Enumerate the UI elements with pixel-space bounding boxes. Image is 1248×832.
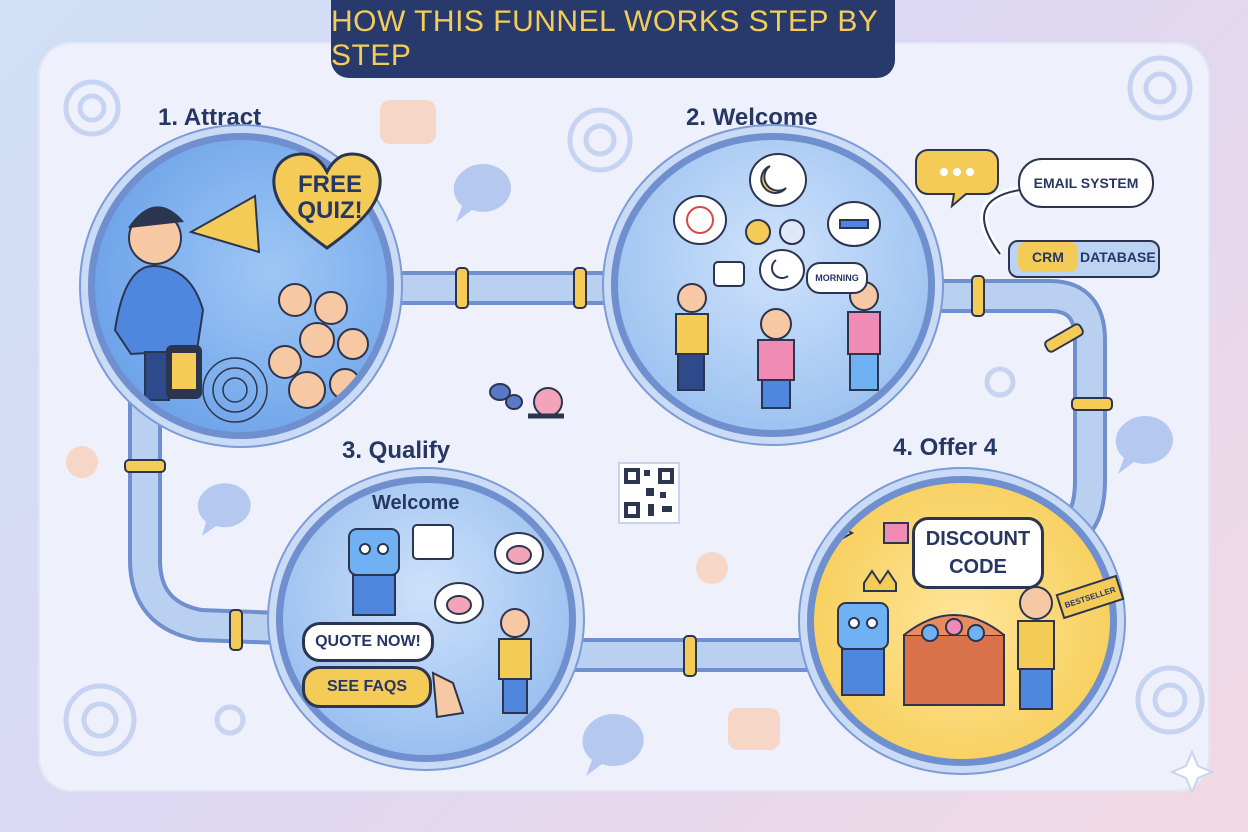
step-4-illustration <box>807 476 1117 766</box>
crm-label: CRM <box>1018 242 1078 272</box>
heart-badge <box>272 152 382 250</box>
step-3-label: 3. Qualify <box>342 437 451 464</box>
morning-speech-bubble: MORNING <box>806 262 868 294</box>
step-3-illustration <box>276 476 576 762</box>
step-2-illustration <box>611 133 935 437</box>
qr-code-icon <box>618 462 680 524</box>
discount-line-1: DISCOUNT <box>925 528 1031 550</box>
quote-now-button[interactable]: QUOTE NOW! <box>302 622 434 662</box>
step-2-label: 2. Welcome <box>686 104 818 131</box>
database-label: DATABASE <box>1080 249 1156 265</box>
step-4-label: 4. Offer 4 <box>893 434 998 461</box>
step-1-label: 1. Attract <box>158 104 262 131</box>
page-title: HOW THIS FUNNEL WORKS STEP BY STEP <box>331 5 878 72</box>
title-banner: HOW THIS FUNNEL WORKS STEP BY STEP <box>331 0 895 78</box>
chatbot-illustration <box>348 524 544 719</box>
discount-line-2: CODE <box>949 556 1007 578</box>
welcome-heading: Welcome <box>372 492 460 514</box>
greeting-illustration <box>673 153 881 409</box>
email-system-cloud: EMAIL SYSTEM <box>1018 158 1154 208</box>
treasure-illustration <box>833 521 1055 710</box>
free-quiz-text: FREE QUIZ! <box>297 171 363 224</box>
crowd-illustration <box>113 194 369 423</box>
see-faqs-button[interactable]: SEE FAQS <box>302 666 432 708</box>
discount-code-badge: DISCOUNT CODE <box>912 517 1044 589</box>
